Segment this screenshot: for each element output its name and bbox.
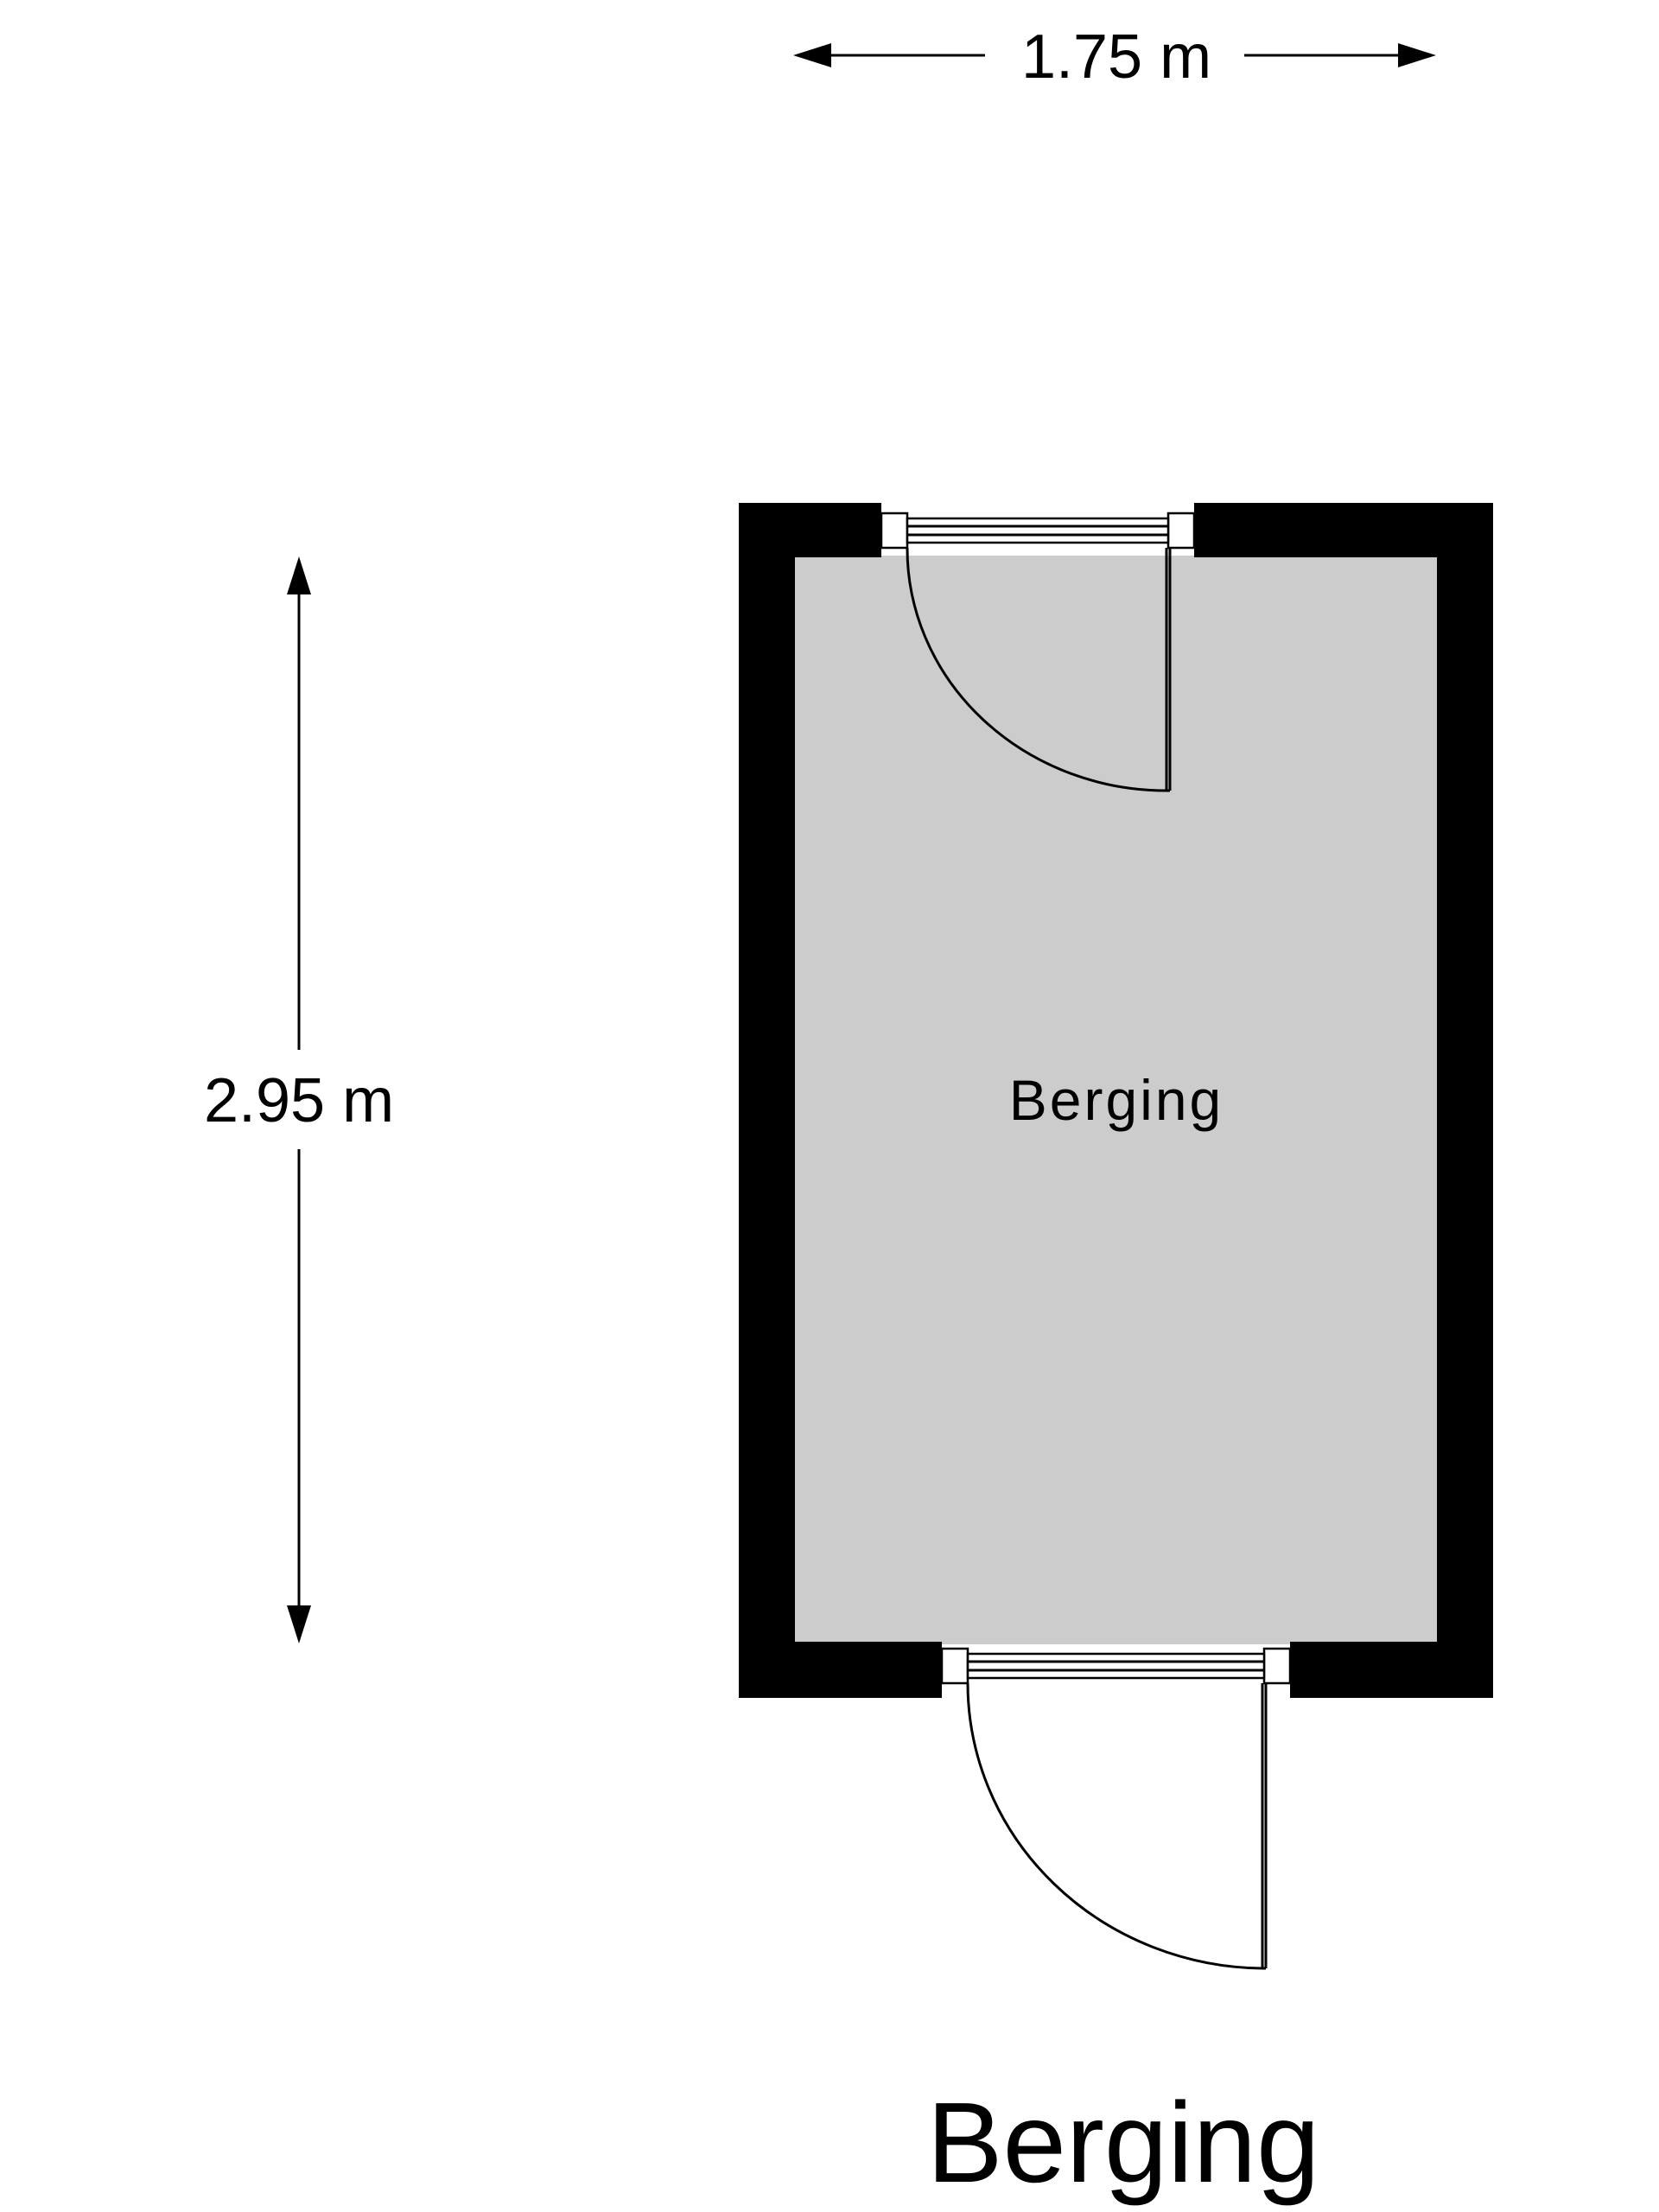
plan-title: Berging — [927, 2079, 1320, 2206]
door-top-threshold — [906, 517, 1170, 544]
walls — [739, 503, 1493, 1698]
wall-top-right — [1194, 503, 1493, 557]
room-label: Berging — [1009, 1068, 1224, 1132]
door-top-swing-arc — [906, 547, 1167, 792]
wall-left — [739, 503, 795, 1698]
room-floor — [793, 556, 1439, 1644]
height-dimension-label: 2.95 m — [204, 1066, 394, 1135]
wall-bottom-left — [739, 1642, 942, 1698]
door-top-jamb-right — [1166, 512, 1196, 550]
wall-top-left — [739, 503, 881, 557]
arrow-left-icon — [793, 43, 831, 67]
door-bottom-threshold — [966, 1652, 1266, 1680]
wall-right — [1437, 503, 1493, 1698]
door-bottom-swing-arc — [966, 1682, 1263, 1970]
door-bottom-jamb-left — [940, 1647, 969, 1685]
width-dimension: 1.75 m — [793, 22, 1436, 92]
arrow-right-icon — [1398, 43, 1436, 67]
door-bottom — [940, 1647, 1292, 1970]
wall-bottom-right — [1290, 1642, 1493, 1698]
arrow-down-icon — [287, 1605, 311, 1643]
door-top — [880, 512, 1196, 792]
door-top-jamb-left — [880, 512, 909, 550]
door-bottom-jamb-right — [1262, 1647, 1292, 1685]
height-dimension: 2.95 m — [204, 556, 394, 1643]
arrow-up-icon — [287, 556, 311, 594]
width-dimension-label: 1.75 m — [1021, 22, 1211, 92]
